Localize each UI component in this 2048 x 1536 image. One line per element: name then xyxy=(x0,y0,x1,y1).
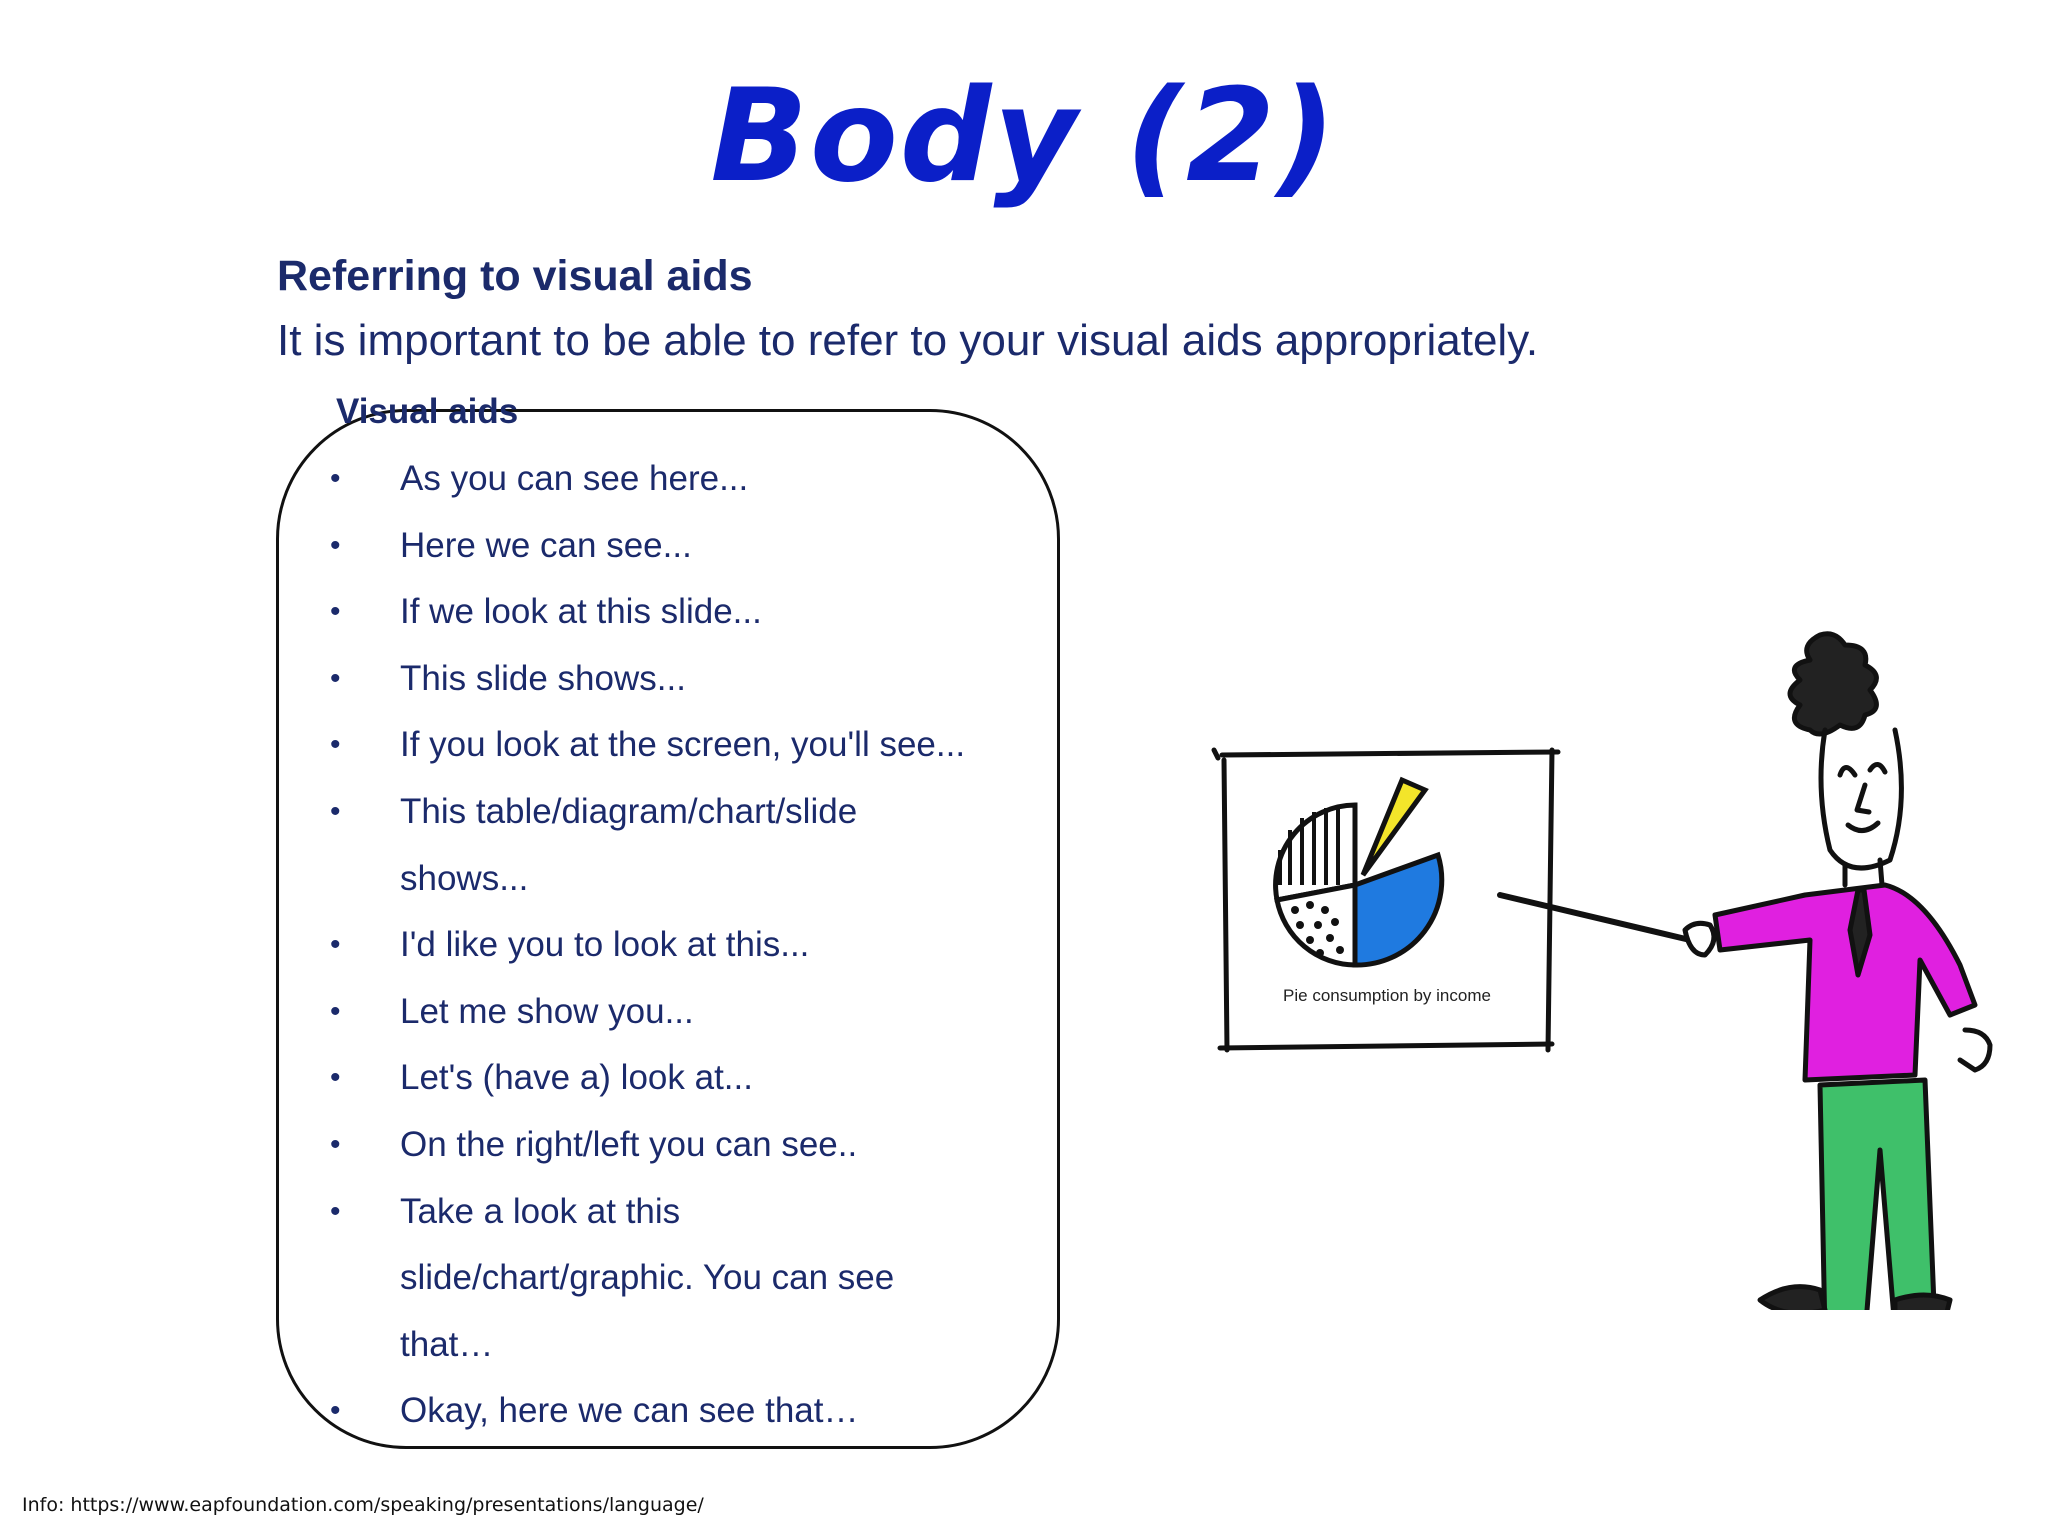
list-item: • This table/diagram/chart/slide shows... xyxy=(330,779,1030,912)
bullet-icon: • xyxy=(330,595,341,629)
list-item: • If we look at this slide... xyxy=(330,579,1030,646)
section-heading: Referring to visual aids xyxy=(277,252,753,300)
phrase-list: • As you can see here... • Here we can see… xyxy=(330,446,1030,1445)
phrase-text: Okay, here we can see that… xyxy=(400,1391,859,1431)
phrase-text: Let's (have a) look at... xyxy=(400,1058,753,1098)
list-item: • Okay, here we can see that… xyxy=(330,1378,1030,1445)
bullet-icon: • xyxy=(330,1194,341,1228)
board-caption: Pie consumption by income xyxy=(1283,986,1491,1005)
list-item: • I'd like you to look at this... xyxy=(330,912,1030,979)
list-item: • Let's (have a) look at... xyxy=(330,1045,1030,1112)
list-item: • On the right/left you can see.. xyxy=(330,1112,1030,1179)
phrase-text: As you can see here... xyxy=(400,459,749,498)
phrase-text: On the right/left you can see.. xyxy=(400,1124,858,1164)
bullet-icon: • xyxy=(330,928,341,962)
presenter-illustration: Pie consumption by income xyxy=(1211,631,1993,1310)
phrase-text: If you look at the screen, you'll see... xyxy=(400,725,966,765)
phrase-text: This slide shows... xyxy=(400,658,686,698)
phrase-text: Let me show you... xyxy=(400,991,694,1031)
bullet-icon: • xyxy=(330,794,341,828)
presenter-figure xyxy=(1682,631,1993,1310)
bullet-icon: • xyxy=(330,728,341,762)
bullet-icon: • xyxy=(330,1394,341,1428)
phrase-text: If we look at this slide... xyxy=(400,592,762,632)
box-label: Visual aids xyxy=(336,392,519,431)
list-item: • Here we can see... xyxy=(330,513,1030,580)
phrase-text: This table/diagram/chart/slide shows... xyxy=(400,791,858,898)
phrase-text: Here we can see... xyxy=(400,525,692,565)
list-item: • Take a look at this slide/chart/graphic… xyxy=(330,1179,1030,1379)
list-item: • As you can see here... xyxy=(330,446,1030,513)
bullet-icon: • xyxy=(330,1061,341,1095)
list-item: • This slide shows... xyxy=(330,646,1030,713)
presentation-board xyxy=(1211,747,1561,1053)
list-item: • Let me show you... xyxy=(330,979,1030,1046)
bullet-icon: • xyxy=(330,994,341,1028)
footer-info: Info: https://www.eapfoundation.com/spea… xyxy=(22,1494,704,1516)
bullet-icon: • xyxy=(330,528,341,562)
phrase-text: Take a look at this slide/chart/graphic.… xyxy=(400,1191,895,1364)
slide-title: Body (2) xyxy=(710,62,1338,211)
bullet-icon: • xyxy=(330,462,341,495)
pie-chart-icon xyxy=(1273,776,1445,968)
phrase-box xyxy=(276,409,1060,1449)
phrase-text: I'd like you to look at this... xyxy=(400,925,810,965)
bullet-icon: • xyxy=(330,661,341,695)
list-item: • If you look at the screen, you'll see..… xyxy=(330,712,1030,779)
intro-text: It is important to be able to refer to y… xyxy=(277,316,1539,365)
bullet-icon: • xyxy=(330,1127,341,1161)
pointer-stick xyxy=(1497,892,1693,943)
